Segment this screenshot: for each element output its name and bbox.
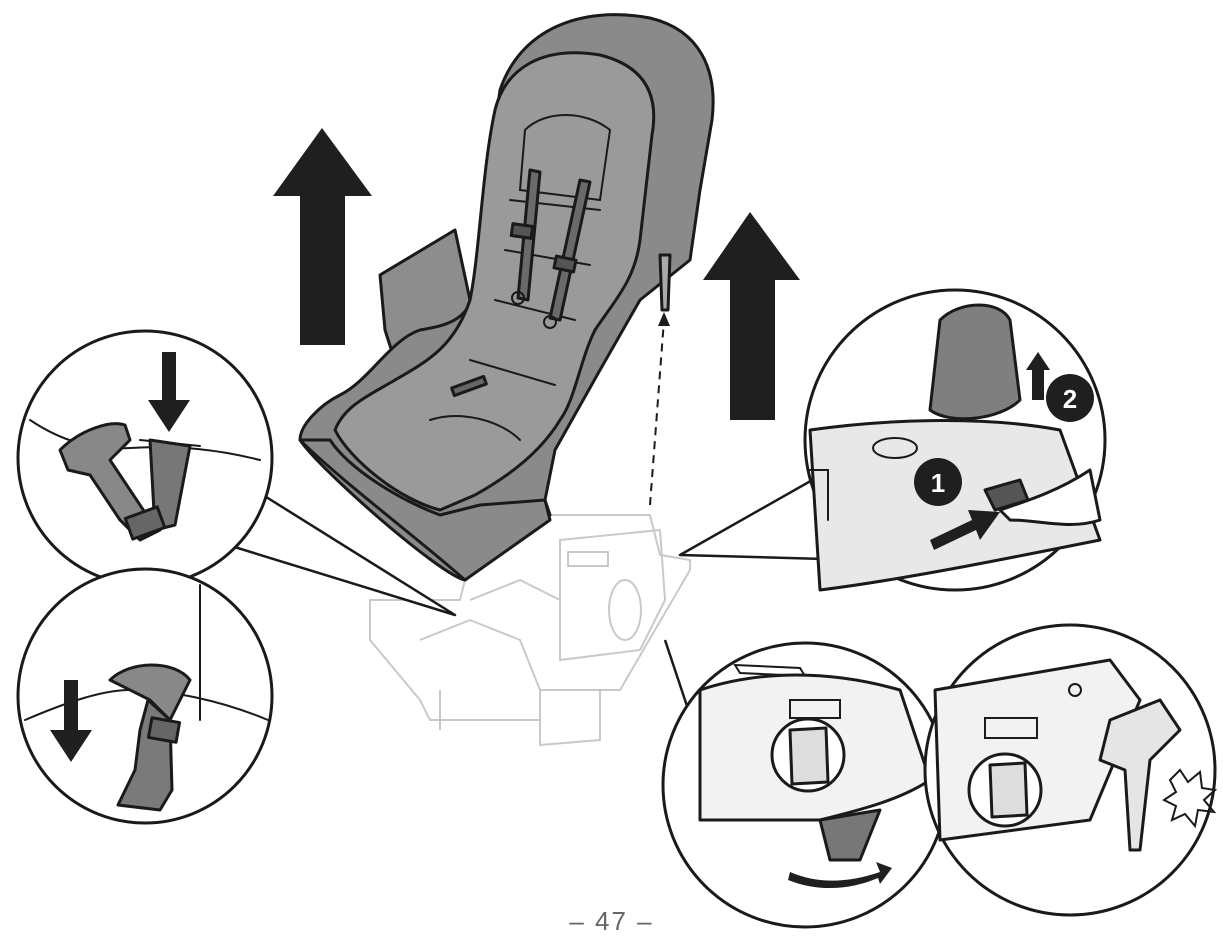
detail-strap-release-bottom: [16, 567, 274, 825]
step-1-number: 1: [931, 468, 945, 498]
detail-knob-turn: [661, 641, 949, 929]
detail-leg-release: [923, 623, 1218, 917]
detail-strap-release-top: [16, 329, 274, 587]
dashed-guide-line: [649, 312, 670, 506]
detail-rod-release: 2 1: [803, 288, 1107, 592]
lift-arrow-left-icon: [273, 128, 372, 345]
step-2-number: 2: [1063, 384, 1077, 414]
step-2-badge: [1046, 374, 1094, 422]
page-number: – 47 –: [569, 906, 654, 936]
lift-arrow-right-icon: [703, 212, 800, 420]
seat-pad: [298, 13, 715, 582]
step-1-badge: [914, 458, 962, 506]
